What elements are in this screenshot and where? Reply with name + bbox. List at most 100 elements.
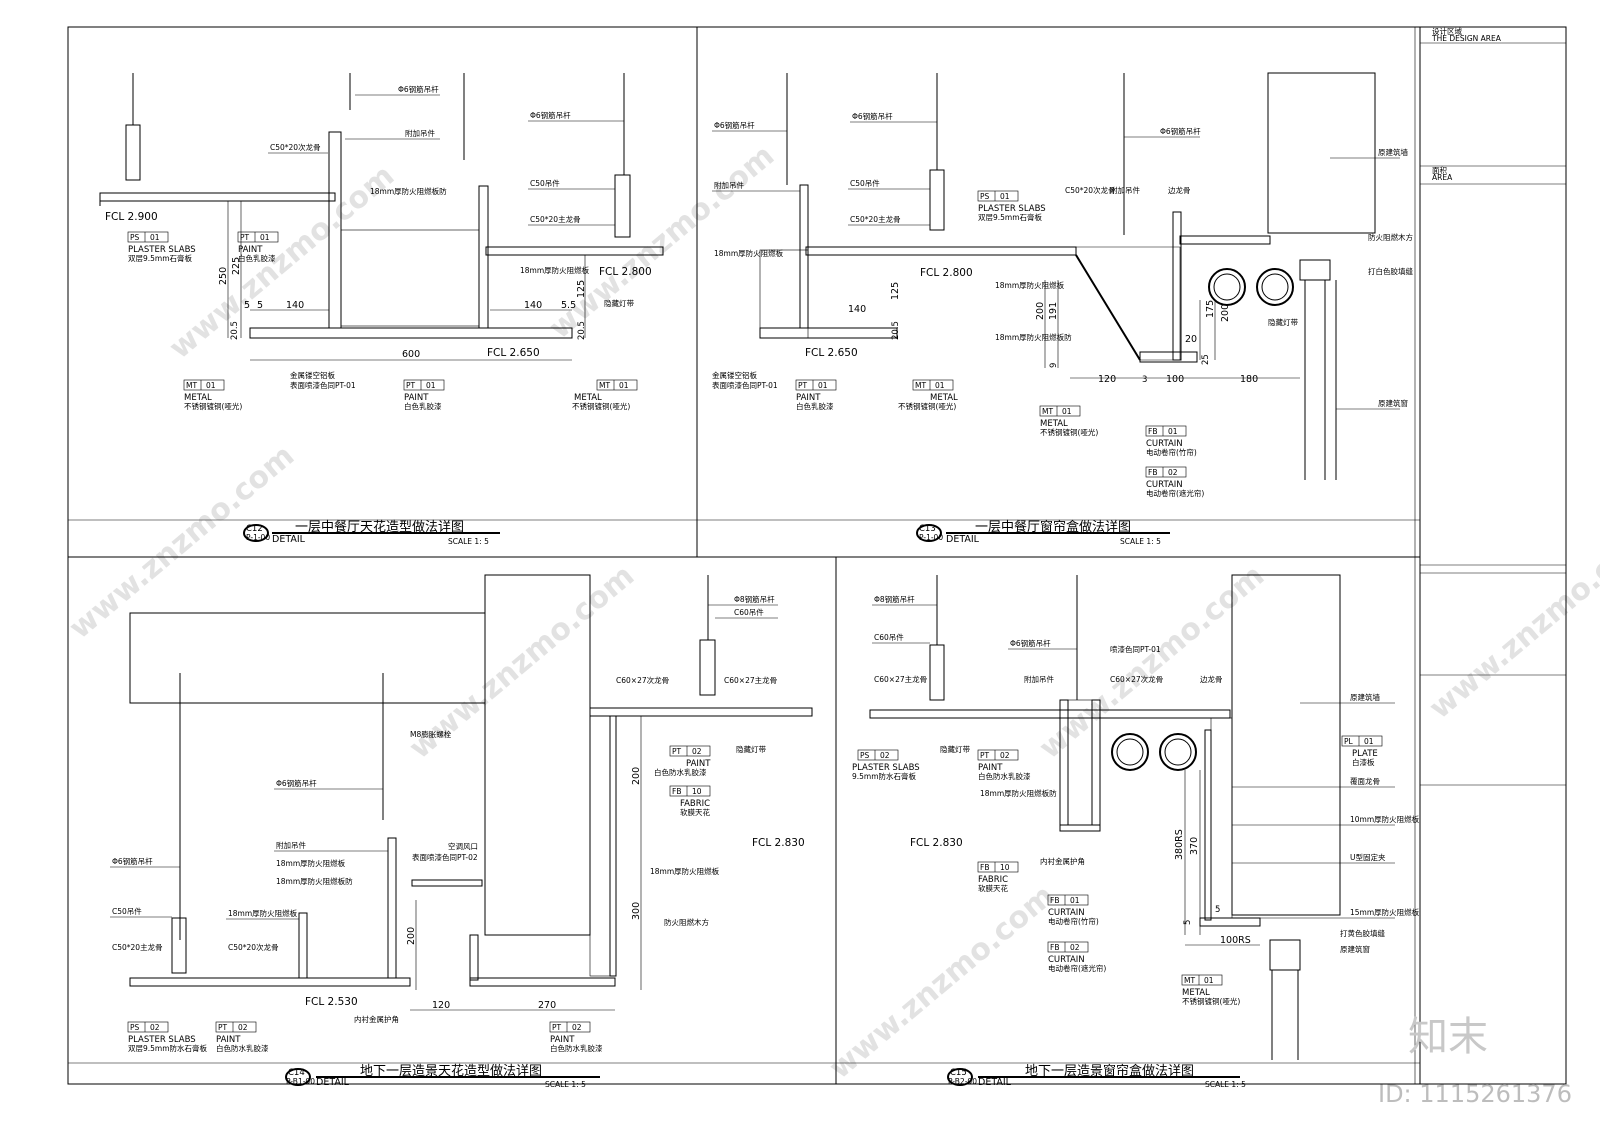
- annotation-text: 9.5mm防水石膏板: [852, 771, 917, 781]
- detail-c12: 250 225 20.5 5 5 140 140 5.5 125 20.5 60…: [99, 73, 664, 546]
- annotation-text: P-1-00: [246, 533, 270, 542]
- annotation-text: 191: [1048, 302, 1059, 320]
- annotation-text: 15mm厚防火阻燃板: [1350, 907, 1420, 917]
- annotation-text: 白漆板: [1352, 757, 1375, 767]
- annotation-text: PS: [130, 1023, 140, 1032]
- detail-c15: 380RS 370 5 5 100RS Φ8钢筋吊杆 C60吊件 C60×27主…: [852, 574, 1420, 1089]
- area-en: AREA: [1432, 173, 1453, 182]
- annotation-text: 02: [238, 1023, 248, 1032]
- annotation-text: C50*20主龙骨: [530, 214, 581, 224]
- annotation-text: 白色防水乳胶漆: [216, 1043, 269, 1053]
- annotation-text: SCALE 1: 5: [1120, 537, 1161, 546]
- annotation-text: 不锈钢镀铜(哑光): [1182, 996, 1240, 1006]
- annotation-text: P-B1-00: [286, 1077, 315, 1086]
- annotation-text: PT: [406, 381, 416, 390]
- detail-c14: 200 300 200 120 270 Φ8钢筋吊杆 C60吊件 C60×27次…: [110, 574, 813, 1089]
- annotation-text: 01: [1204, 976, 1214, 985]
- annotation-text: 20.5: [891, 321, 901, 340]
- annotation-text: 180: [1240, 374, 1258, 385]
- annotation-text: 300: [631, 902, 642, 920]
- detail-title: 地下一层造景窗帘盒做法详图: [1025, 1063, 1194, 1079]
- annotation-text: C50吊件: [850, 178, 880, 188]
- annotation-text: 175: [1205, 300, 1216, 318]
- annotation-text: 120: [432, 1000, 450, 1011]
- annotation-text: C15: [950, 1068, 967, 1078]
- id-watermark: ID: 1115261376: [1378, 1080, 1572, 1108]
- annotation-text: 电动卷帘(竹帘): [1146, 447, 1197, 457]
- annotation-text: CURTAIN: [1048, 908, 1085, 918]
- annotation-text: C50*20次龙骨: [1065, 185, 1116, 195]
- annotation-text: 空调风口: [448, 841, 478, 851]
- annotation-text: 18mm厚防火阻燃板: [520, 265, 590, 275]
- annotation-text: 内衬金属护角: [354, 1014, 399, 1024]
- sheet-frame: 设计区域 THE DESIGN AREA 面积 AREA: [67, 26, 1567, 1085]
- annotation-text: 18mm厚防火阻燃板: [714, 248, 784, 258]
- annotation-text: PT: [980, 751, 990, 760]
- annotation-text: 600: [402, 349, 420, 360]
- annotation-text: 140: [848, 304, 866, 315]
- annotation-text: P-B2-00: [948, 1077, 977, 1086]
- annotation-text: 225: [231, 257, 242, 275]
- detail-bubble: [947, 1068, 973, 1086]
- watermark-text: www.znzmo.com: [163, 158, 401, 366]
- annotation-text: 双层9.5mm石膏板: [128, 253, 193, 263]
- annotation-text: METAL: [184, 393, 212, 403]
- annotation-text: FCL 2.800: [920, 267, 973, 279]
- annotation-text: FCL 2.650: [805, 347, 858, 359]
- annotation-text: FB: [980, 863, 989, 872]
- annotation-text: FABRIC: [978, 875, 1008, 885]
- annotation-text: 原建筑窗: [1378, 398, 1408, 408]
- annotation-text: DETAIL: [316, 1077, 350, 1088]
- annotation-text: 01: [818, 381, 828, 390]
- annotation-text: 02: [1070, 943, 1080, 952]
- annotation-text: 双层9.5mm防水石膏板: [128, 1043, 208, 1053]
- annotation-text: MT: [1184, 976, 1195, 985]
- annotation-text: 双层9.5mm石膏板: [978, 212, 1043, 222]
- annotation-text: Φ6钢筋吊杆: [1160, 126, 1201, 136]
- annotation-text: 附加吊件: [1110, 185, 1140, 195]
- annotation-text: 喷漆色同PT-01: [1110, 644, 1161, 654]
- watermark-text: www.znzmo.com: [823, 878, 1061, 1086]
- annotation-text: 金属镂空铝板: [712, 370, 757, 380]
- annotation-text: FCL 2.530: [305, 996, 358, 1008]
- design-area-en: THE DESIGN AREA: [1431, 34, 1502, 43]
- annotation-text: Φ6钢筋吊杆: [398, 84, 439, 94]
- annotation-text: 02: [1000, 751, 1010, 760]
- annotation-text: Φ6钢筋吊杆: [1010, 638, 1051, 648]
- annotation-text: 白色防水乳胶漆: [654, 767, 707, 777]
- annotation-text: 电动卷帘(遮光帘): [1048, 963, 1106, 973]
- annotation-text: 表面喷漆色同PT-02: [412, 852, 478, 862]
- annotation-text: 200: [1220, 304, 1231, 322]
- annotation-text: FB: [1050, 896, 1059, 905]
- annotation-text: 不锈钢镀铜(哑光): [184, 401, 242, 411]
- watermark-text: www.znzmo.com: [63, 438, 301, 646]
- annotation-text: C13: [919, 524, 936, 534]
- annotation-text: 250: [218, 267, 229, 285]
- annotation-text: 5: [1215, 905, 1220, 915]
- annotation-text: 200: [631, 767, 642, 785]
- annotation-text: CURTAIN: [1048, 955, 1085, 965]
- annotation-text: 01: [1000, 192, 1010, 201]
- annotation-text: PT: [218, 1023, 228, 1032]
- annotation-text: MT: [1042, 407, 1053, 416]
- annotation-text: PT: [798, 381, 808, 390]
- annotation-text: FB: [1148, 427, 1157, 436]
- annotation-text: C60吊件: [734, 607, 764, 617]
- annotation-text: 01: [1168, 427, 1178, 436]
- annotation-text: 白色乳胶漆: [238, 253, 276, 263]
- annotation-text: 原建筑墙: [1378, 147, 1408, 157]
- annotation-text: C50吊件: [112, 906, 142, 916]
- annotation-text: FB: [1050, 943, 1059, 952]
- annotation-text: PS: [130, 233, 140, 242]
- annotation-text: PT: [672, 747, 682, 756]
- watermark-text: www.znzmo.com: [543, 138, 781, 346]
